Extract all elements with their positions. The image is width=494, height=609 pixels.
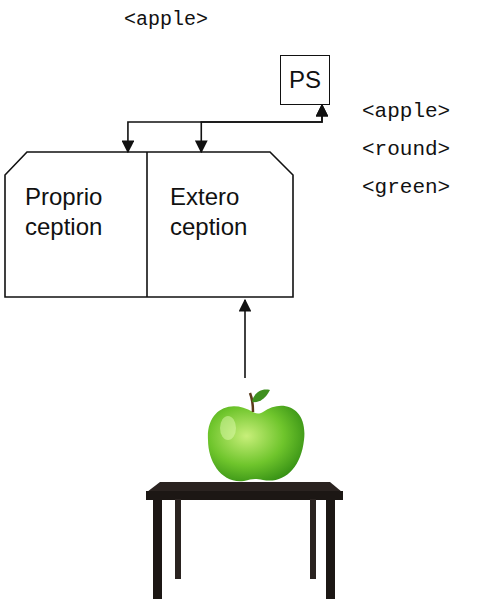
symbol-label: <apple>	[362, 100, 450, 123]
connector-arrow	[128, 105, 322, 152]
input-arrow	[244, 300, 246, 378]
node-label: PS	[289, 65, 321, 95]
connector-arrow	[201, 105, 322, 152]
perception-housing	[5, 152, 293, 297]
symbol-label: <round>	[362, 138, 450, 161]
sense-compartment: Extero ception	[148, 154, 292, 296]
sense-compartment: Proprio ception	[7, 154, 146, 296]
apple	[208, 390, 305, 482]
symbol-label: <apple>	[124, 8, 208, 31]
node-label: Extero ception	[170, 182, 280, 242]
housing-divider	[146, 152, 148, 297]
node-label: Proprio ception	[25, 182, 135, 242]
symbol-label: <green>	[362, 176, 450, 199]
process-box: PS	[280, 55, 330, 105]
table	[146, 482, 343, 599]
